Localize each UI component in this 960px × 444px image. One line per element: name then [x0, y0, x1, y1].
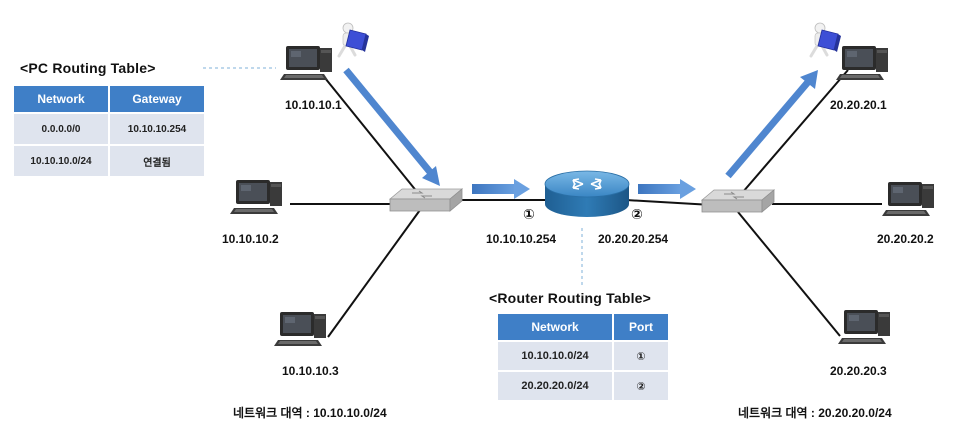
table-cell: 0.0.0.0/0	[14, 114, 110, 144]
switch-left-icon	[389, 188, 463, 212]
host-label-right-1: 20.20.20.1	[830, 98, 887, 112]
column-header-port: Port	[614, 314, 668, 340]
table-row: 0.0.0.0/0 10.10.10.254	[14, 114, 204, 144]
link-left-3	[327, 209, 421, 338]
router-port1-mark: ①	[523, 206, 535, 222]
pc-right-2-icon	[882, 182, 934, 216]
packet-runner-right-icon	[809, 21, 843, 58]
host-label-right-3: 20.20.20.3	[830, 364, 887, 378]
flow-arrow-up-right	[725, 70, 818, 179]
pc-table-title: <PC Routing Table>	[20, 60, 156, 76]
flow-arrow-to-router	[472, 179, 530, 199]
network-caption-left: 네트워크 대역 : 10.10.10.0/24	[233, 406, 387, 420]
table-cell: 10.10.10.0/24	[14, 146, 110, 176]
link-left-1	[324, 77, 423, 199]
link-right-switch-router	[625, 199, 713, 206]
pc-left-1-icon	[280, 46, 332, 80]
router-port2-mark: ②	[631, 206, 643, 222]
host-label-left-2: 10.10.10.2	[222, 232, 279, 246]
link-right-1	[735, 69, 849, 201]
column-header-network: Network	[14, 86, 110, 112]
table-cell: ②	[614, 372, 668, 400]
pc-routing-table: Network Gateway 0.0.0.0/0 10.10.10.254 1…	[14, 84, 204, 178]
router-icon	[544, 170, 630, 217]
table-header-row: Network Gateway	[14, 86, 204, 112]
flow-arrow-down-left	[343, 67, 440, 186]
link-right-3	[737, 211, 841, 337]
host-label-left-1: 10.10.10.1	[285, 98, 342, 112]
host-label-left-3: 10.10.10.3	[282, 364, 339, 378]
pc-right-3-icon	[838, 310, 890, 344]
pc-right-1-icon	[836, 46, 888, 80]
table-row: 10.10.10.0/24 ①	[498, 342, 668, 370]
packet-runner-left-icon	[337, 21, 371, 58]
table-cell: ①	[614, 342, 668, 370]
router-port1-ip: 10.10.10.254	[486, 232, 557, 246]
router-port2-ip: 20.20.20.254	[598, 232, 669, 246]
column-header-network: Network	[498, 314, 614, 340]
table-row: 20.20.20.0/24 ②	[498, 372, 668, 400]
router-table-title: <Router Routing Table>	[489, 290, 652, 306]
table-cell: 10.10.10.254	[110, 114, 204, 144]
table-cell: 20.20.20.0/24	[498, 372, 614, 400]
network-caption-right: 네트워크 대역 : 20.20.20.0/24	[738, 406, 892, 420]
router-routing-table: Network Port 10.10.10.0/24 ① 20.20.20.0/…	[498, 312, 668, 402]
table-header-row: Network Port	[498, 314, 668, 340]
host-label-right-2: 20.20.20.2	[877, 232, 934, 246]
table-row: 10.10.10.0/24 연결됨	[14, 146, 204, 176]
pc-left-3-icon	[274, 312, 326, 346]
column-header-gateway: Gateway	[110, 86, 204, 112]
switch-right-icon	[701, 189, 775, 213]
pc-left-2-icon	[230, 180, 282, 214]
flow-arrow-from-router	[638, 179, 696, 199]
table-cell: 10.10.10.0/24	[498, 342, 614, 370]
table-cell: 연결됨	[110, 146, 204, 176]
